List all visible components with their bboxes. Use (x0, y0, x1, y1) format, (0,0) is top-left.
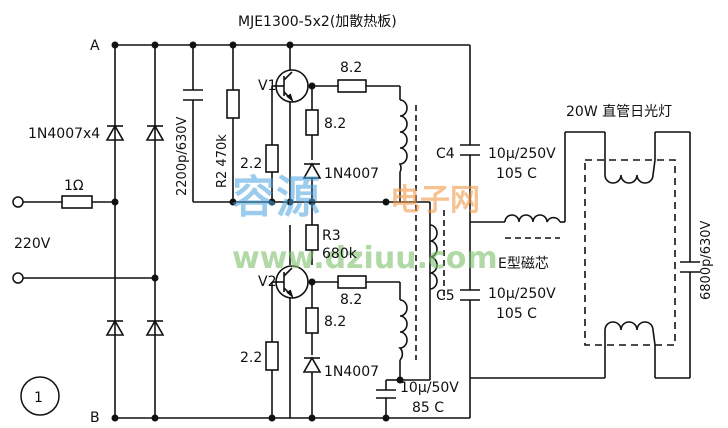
input-resistor-label: 1Ω (64, 178, 84, 194)
transistor-v1 (272, 69, 309, 103)
v2-label: V2 (258, 274, 276, 290)
c4-val-label: 10μ/250V (488, 146, 556, 162)
resistor-1ohm (61, 195, 93, 209)
input-terminal-top (12, 196, 24, 208)
c5-label: C5 (436, 288, 455, 304)
node-a: A (90, 38, 100, 54)
r2-label: R2 470k (215, 134, 230, 188)
watermark-line1: 容源 (232, 172, 320, 223)
d-top-label: 1N4007 (324, 166, 379, 182)
cbot-val-label: 10μ/50V (400, 380, 459, 396)
branch-diodes (302, 162, 322, 373)
bridge-label: 1N4007x4 (28, 126, 100, 142)
r82-top-v-label: 8.2 (324, 116, 346, 132)
resistor-r2 (226, 89, 240, 119)
transformer-windings (398, 99, 561, 361)
fluorescent-lamp (584, 159, 676, 346)
resistor-top-22 (265, 144, 279, 173)
r22-bot-label: 2.2 (240, 350, 262, 366)
r82-top-h-label: 8.2 (340, 60, 362, 76)
lamp-label: 20W 直管日光灯 (566, 103, 672, 120)
core-label: E型磁芯 (498, 256, 549, 272)
c4-label: C4 (436, 146, 455, 162)
r3-label: R3 (322, 228, 341, 244)
watermark-line3: www.dziuu.com (232, 241, 498, 276)
r22-top-label: 2.2 (240, 156, 262, 172)
title: MJE1300-5x2(加散热板) (238, 14, 397, 30)
watermark-line2: 电子网 (390, 183, 480, 218)
node-b: B (90, 410, 100, 426)
c5-temp-label: 105 C (496, 306, 537, 322)
v1-label: V1 (258, 78, 276, 94)
junction-dots (111, 41, 404, 422)
bridge-diodes (105, 124, 165, 336)
resistor-r3 (305, 224, 319, 251)
c4-temp-label: 105 C (496, 166, 537, 182)
input-terminal-bottom (12, 272, 24, 284)
cap-2200-label: 2200p/630V (175, 116, 190, 196)
figure-number-circle (20, 376, 60, 416)
c5-val-label: 10μ/250V (488, 286, 556, 302)
resistor-top-h (337, 79, 367, 93)
figure-number: 1 (34, 390, 43, 406)
resistor-bot-v (305, 307, 319, 334)
wires (22, 44, 691, 419)
d-bot-label: 1N4007 (324, 364, 379, 380)
capacitors (183, 89, 700, 399)
r82-bot-h-label: 8.2 (340, 292, 362, 308)
transistor-v2 (272, 265, 309, 299)
cbot-temp-label: 85 C (412, 400, 444, 416)
resistor-top-v (305, 109, 319, 136)
resistor-bot-22 (265, 341, 279, 371)
cap-6800-label: 6800p/630V (699, 220, 714, 300)
r82-bot-v-label: 8.2 (324, 314, 346, 330)
resistor-bot-h (337, 275, 367, 289)
r3-val-label: 680k (322, 246, 358, 262)
input-voltage-label: 220V (14, 236, 51, 252)
